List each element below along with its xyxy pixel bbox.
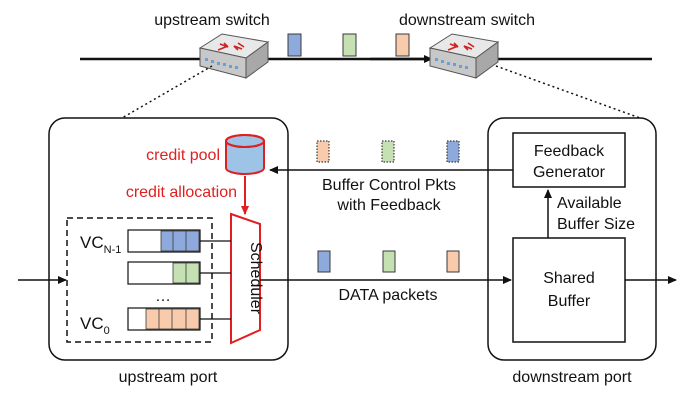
data-packets-label: DATA packets: [339, 287, 438, 304]
credit-pool-cylinder-icon: [225, 134, 265, 175]
shared-buffer-line1: Shared: [543, 270, 595, 287]
upstream-port-label: upstream port: [119, 369, 218, 386]
scheduler-shape: [230, 212, 261, 345]
data-packet-green: [382, 250, 396, 273]
downstream-switch-label: downstream switch: [399, 12, 535, 29]
upstream-port-box: [48, 117, 289, 361]
available-label-line1: Available: [557, 195, 622, 212]
vc-top-label: VCN-1: [80, 233, 121, 256]
buffer-control-label-line2: with Feedback: [336, 197, 441, 214]
vc-bottom-label: VC0: [80, 314, 110, 337]
top-packet-green: [342, 33, 357, 57]
vc-queue-middle: [127, 261, 231, 285]
credit-pool-label: credit pool: [146, 147, 220, 164]
feedback-generator-box: [512, 132, 626, 188]
downstream-switch-icon: [428, 33, 500, 79]
available-label-line2: Buffer Size: [557, 216, 635, 233]
top-packet-orange: [395, 33, 410, 57]
vc-ellipsis: …: [155, 288, 171, 305]
shared-buffer-line2: Buffer: [548, 293, 591, 310]
shared-buffer-box: [512, 237, 626, 343]
vc-queue-top: [127, 229, 231, 253]
buffer-control-label-line1: Buffer Control Pkts: [322, 177, 456, 194]
upstream-switch-icon: [198, 33, 270, 79]
ctrl-packet-blue: [446, 140, 460, 163]
feedback-generator-line2: Generator: [533, 164, 606, 181]
zoom-line: [495, 65, 641, 119]
data-packet-orange: [446, 250, 460, 273]
upstream-switch-label: upstream switch: [154, 12, 270, 29]
ctrl-packet-green: [381, 140, 395, 163]
vc-queue-bottom: [127, 307, 231, 331]
feedback-generator-line1: Feedback: [534, 143, 605, 160]
zoom-line: [121, 65, 213, 119]
vc-group-box: [66, 217, 213, 343]
top-packet-blue: [287, 33, 302, 57]
scheduler-label: Scheduler: [247, 242, 264, 315]
ctrl-packet-orange: [316, 140, 330, 163]
data-packet-blue: [317, 250, 331, 273]
credit-allocation-label: credit allocation: [126, 184, 237, 201]
downstream-port-label: downstream port: [512, 369, 632, 386]
downstream-port-box: [487, 117, 657, 361]
